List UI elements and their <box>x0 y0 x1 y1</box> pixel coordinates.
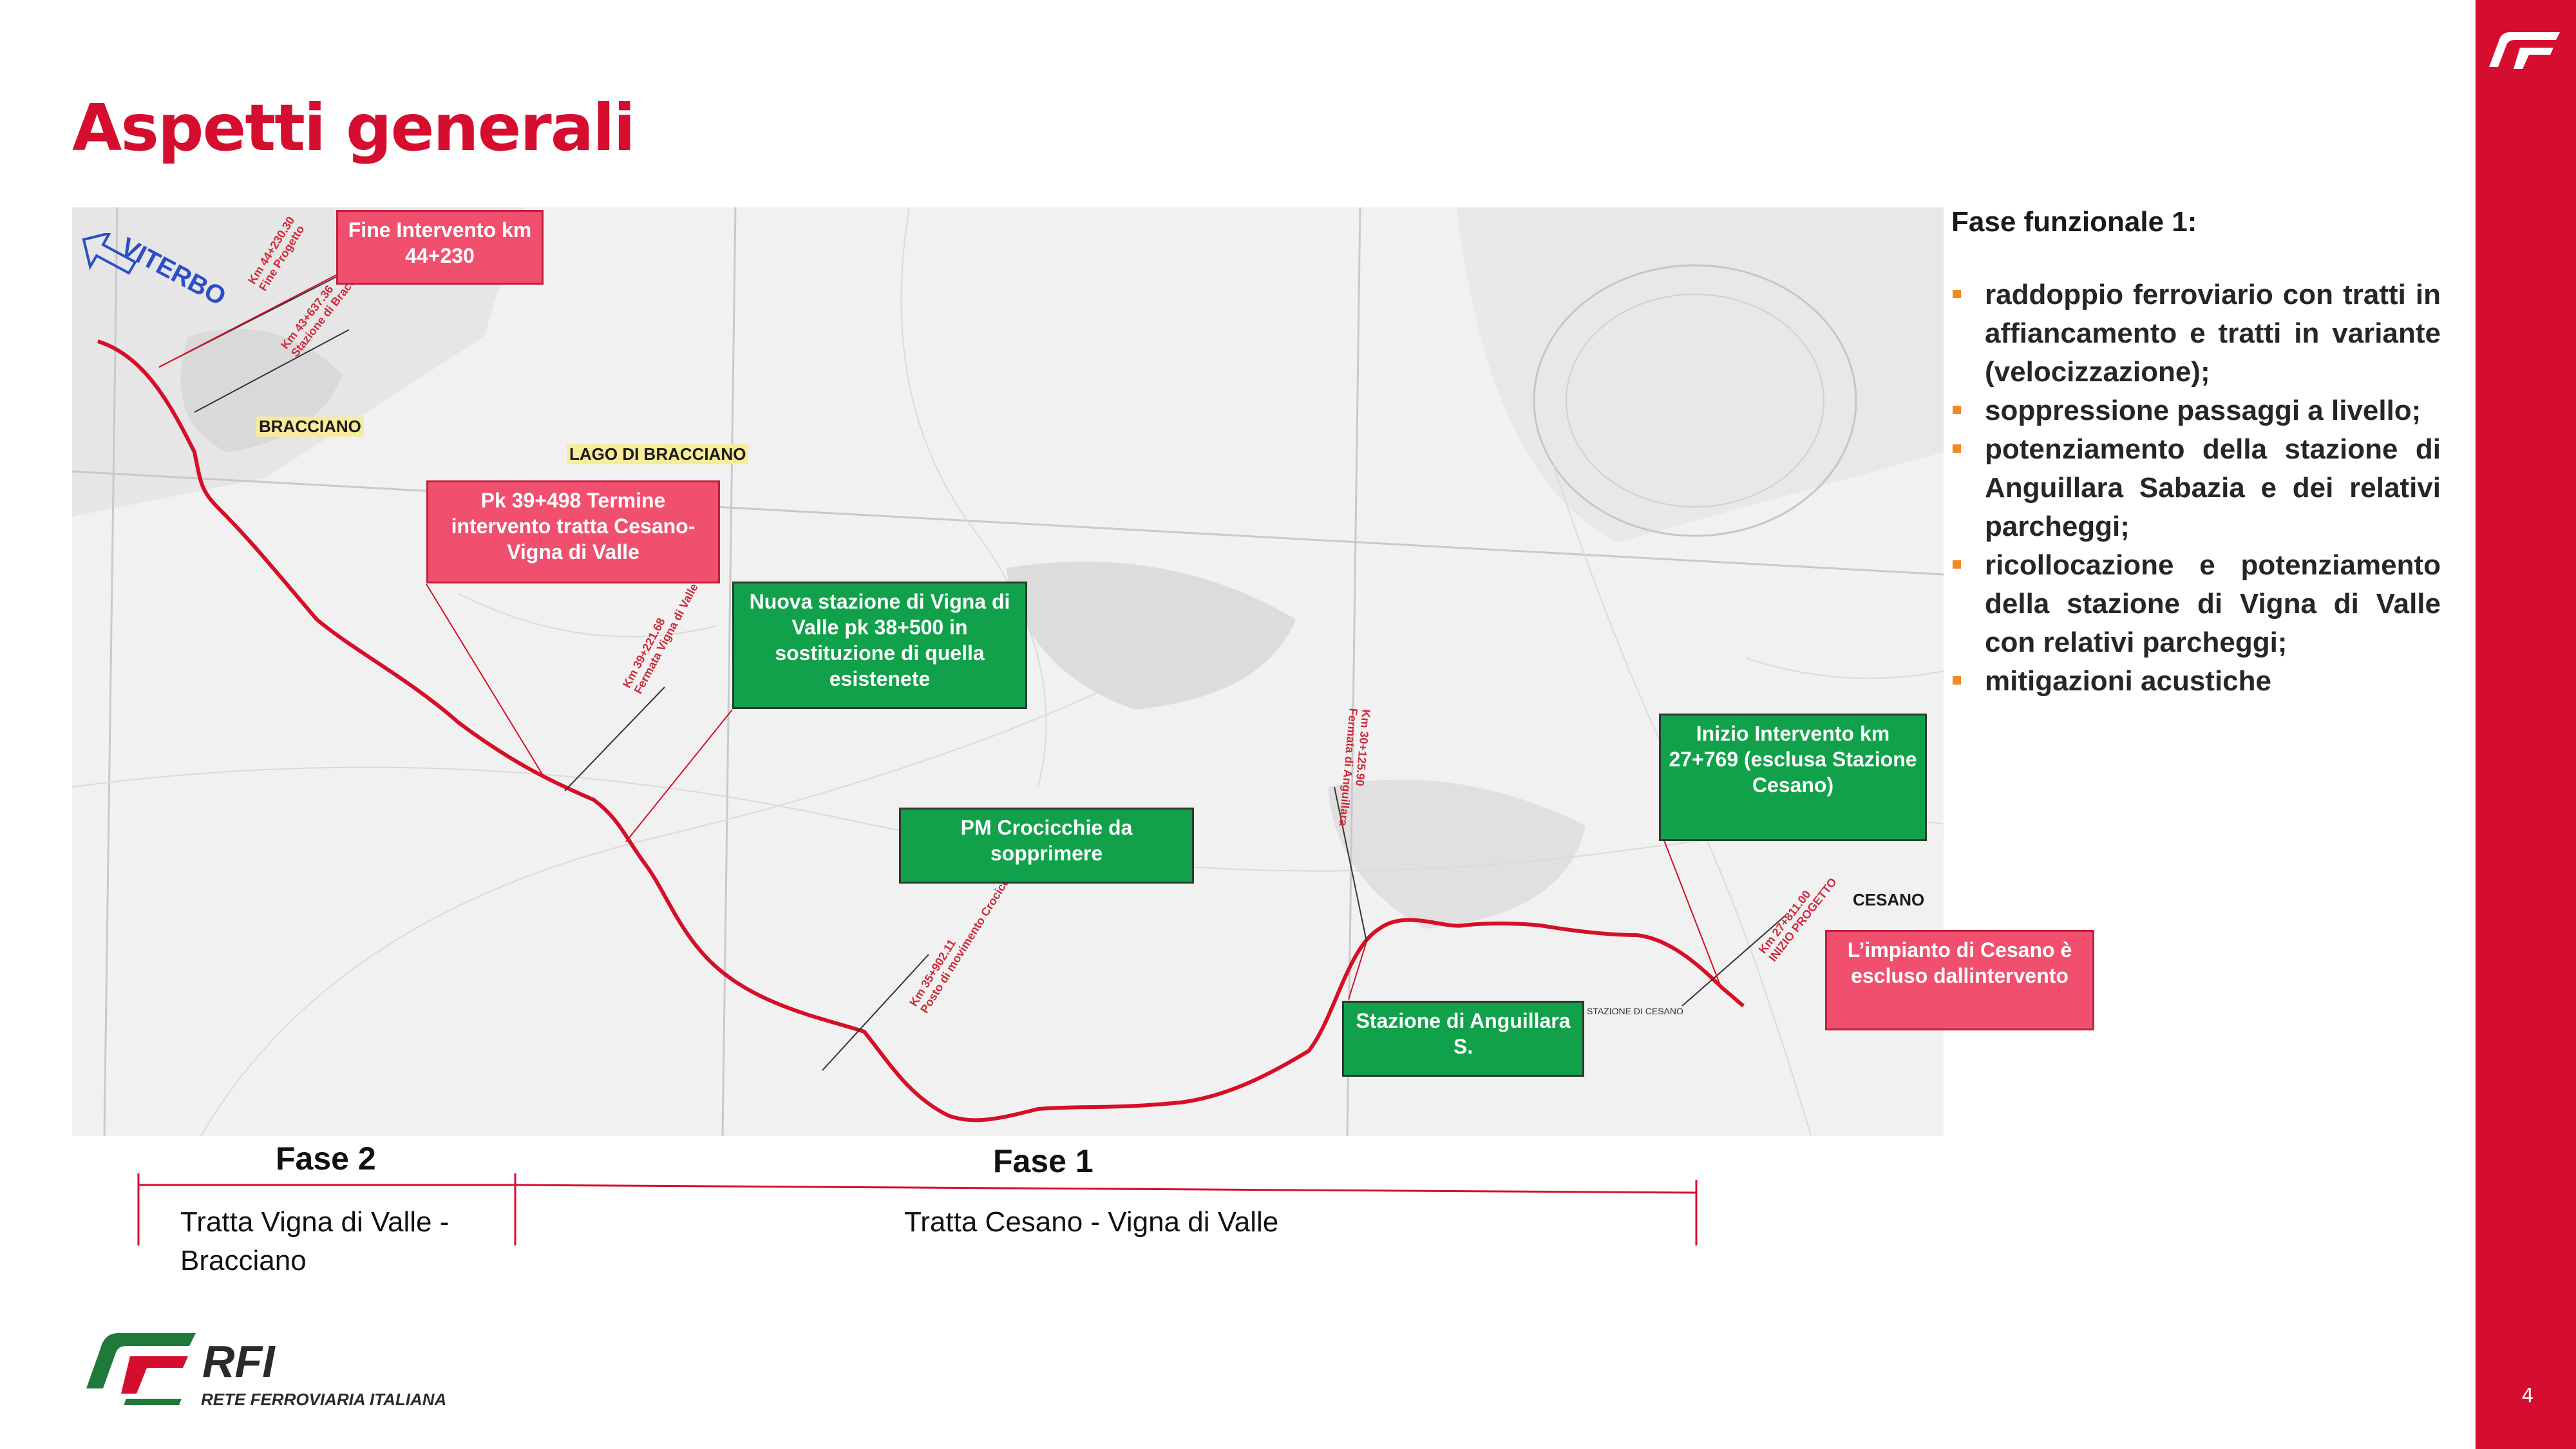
fase2-tratta: Tratta Vigna di Valle - Bracciano <box>180 1206 450 1276</box>
list-item-text: mitigazioni acustiche <box>1985 665 2271 697</box>
brand-sidebar <box>2476 0 2576 1449</box>
fs-logo-icon <box>2489 32 2560 69</box>
callout-inizio-intervento: Inizio Intervento km 27+769 (esclusa Sta… <box>1659 714 1927 841</box>
callout-stazione-anguillara: Stazione di Anguillara S. <box>1342 1001 1584 1077</box>
fase-funzionale-panel: Fase funzionale 1: raddoppio ferroviario… <box>1951 206 2441 701</box>
bullet-icon <box>1953 290 1961 298</box>
cesano-label: CESANO <box>1853 890 1925 909</box>
bracciano-label: BRACCIANO <box>256 417 364 437</box>
fase1-tratta: Tratta Cesano - Vigna di Valle <box>904 1206 1279 1238</box>
fase-funzionale-list: raddoppio ferroviario con tratti in affi… <box>1951 276 2441 701</box>
list-item-text: potenziamento della stazione di Anguilla… <box>1985 433 2441 542</box>
list-item: raddoppio ferroviario con tratti in affi… <box>1951 276 2441 392</box>
lago-label: LAGO DI BRACCIANO <box>567 444 749 464</box>
list-item: soppressione passaggi a livello; <box>1951 392 2441 430</box>
bullet-icon <box>1953 676 1961 685</box>
callout-pk-termine: Pk 39+498 Termine intervento tratta Cesa… <box>426 480 720 583</box>
list-item: ricollocazione e potenziamento della sta… <box>1951 546 2441 662</box>
callout-pm-crocicchie: PM Crocicchie da sopprimere <box>899 808 1194 884</box>
list-item: mitigazioni acustiche <box>1951 662 2441 701</box>
bullet-icon <box>1953 406 1961 414</box>
list-item: potenziamento della stazione di Anguilla… <box>1951 430 2441 546</box>
callout-fine-intervento: Fine Intervento km 44+230 <box>336 210 544 285</box>
bullet-icon <box>1953 444 1961 453</box>
callout-nuova-stazione: Nuova stazione di Vigna di Valle pk 38+5… <box>732 582 1027 709</box>
bullet-icon <box>1953 560 1961 569</box>
stazione-cesano-label: STAZIONE DI CESANO <box>1587 1006 1683 1016</box>
callout-impianto-cesano: L’impianto di Cesano è escluso dallinter… <box>1825 930 2094 1030</box>
viterbo-arrow-icon <box>82 233 137 275</box>
fase1-title: Fase 1 <box>993 1143 1094 1179</box>
fase-funzionale-heading: Fase funzionale 1: <box>1951 206 2197 238</box>
rfi-logo: RFI RETE FERROVIARIA ITALIANA <box>86 1333 446 1409</box>
rfi-subtitle: RETE FERROVIARIA ITALIANA <box>201 1390 446 1409</box>
list-item-text: raddoppio ferroviario con tratti in affi… <box>1985 279 2441 388</box>
page-title: Aspetti generali <box>72 90 636 166</box>
list-item-text: ricollocazione e potenziamento della sta… <box>1985 549 2441 658</box>
page-number: 4 <box>2521 1385 2534 1407</box>
list-item-text: soppressione passaggi a livello; <box>1985 395 2421 426</box>
fase2-title: Fase 2 <box>276 1141 376 1177</box>
rfi-wordmark: RFI <box>202 1336 276 1387</box>
